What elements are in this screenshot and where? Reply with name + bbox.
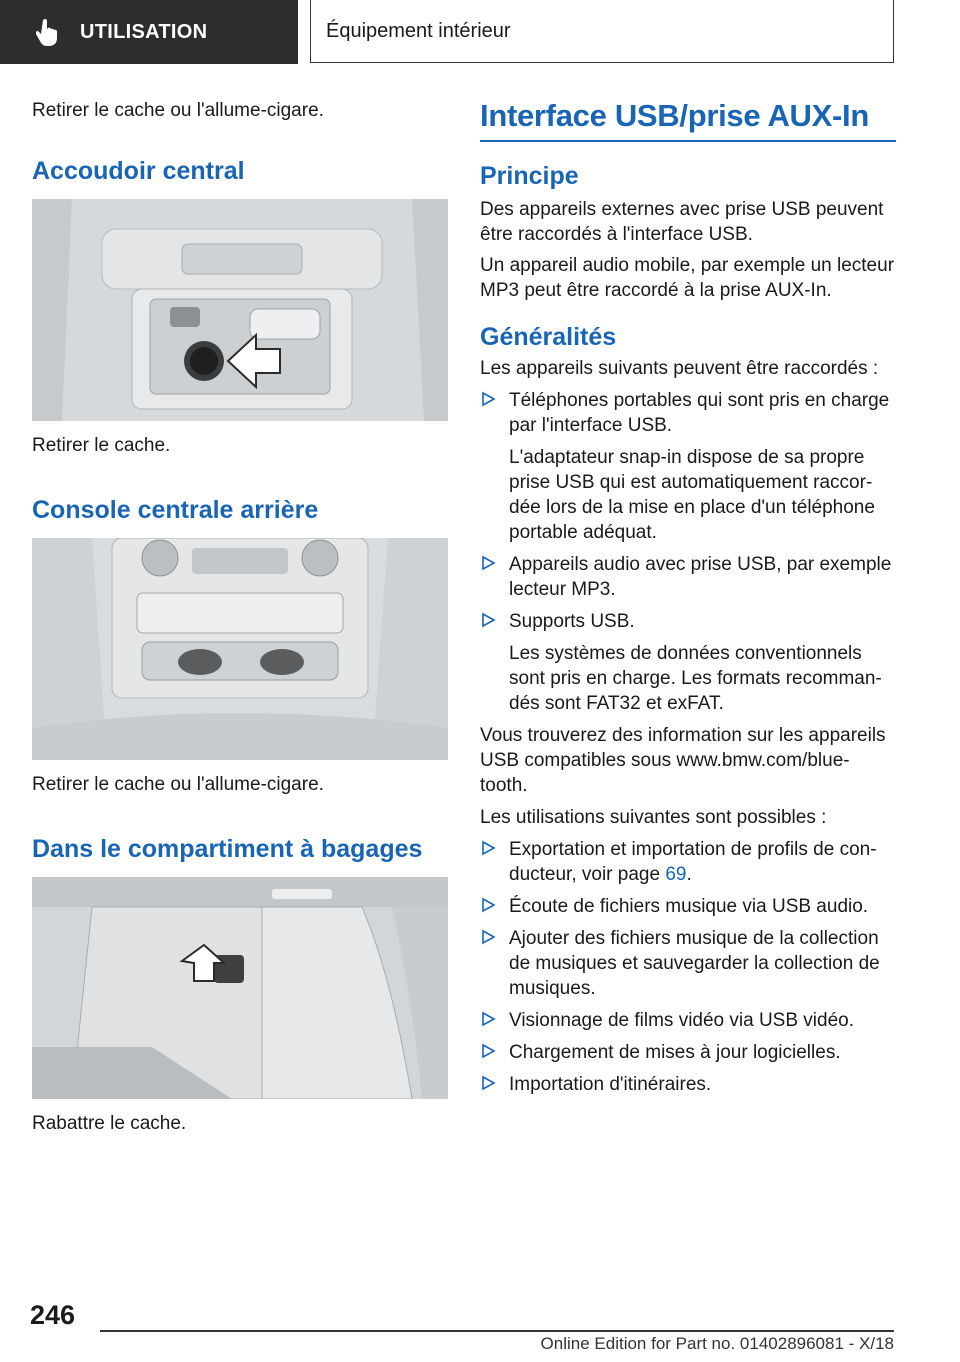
section-title-bagages: Dans le compartiment à bagages: [32, 835, 423, 863]
bullet-arrow-icon: [482, 840, 496, 856]
section-title-console: Console centrale arrière: [32, 496, 319, 524]
generalites-intro: Les appareils suivants peuvent être racc…: [480, 358, 879, 379]
uses-intro: Les utilisations suivantes sont possible…: [480, 807, 827, 828]
list-item-text: Importation d'itinéraires.: [509, 1074, 712, 1095]
list-item-note: L'adaptateur snap-in dispose de sa propr…: [509, 447, 875, 543]
list-item-subtext: Les systèmes de données conventionnels s…: [480, 641, 896, 716]
section-title-accoudoir: Accoudoir central: [32, 157, 245, 185]
list-item: Importation d'itinéraires.: [480, 1072, 896, 1097]
caption-bagages: Rabattre le cache.: [32, 1113, 187, 1134]
right-column: Interface USB/prise AUX-In Principe Des …: [480, 98, 896, 1097]
list-item-text: Chargement de mises à jour logicielles.: [509, 1042, 841, 1063]
bullet-arrow-icon: [482, 391, 496, 407]
list-item: Chargement de mises à jour logicielles.: [480, 1040, 896, 1065]
list-item-text: Visionnage de films vidéo via USB vidéo.: [509, 1010, 855, 1031]
caption-accoudoir: Retirer le cache.: [32, 435, 171, 456]
list-item: Exportation et importation de profils de…: [480, 837, 896, 887]
left-column: Retirer le cache ou l'allume-cigare. Acc…: [32, 98, 448, 1136]
page-number: 246: [30, 1300, 76, 1330]
section-label: UTILISATION: [80, 20, 208, 43]
hand-pointer-icon: [36, 19, 57, 46]
list-item-subtext: L'adaptateur snap-in dispose de sa propr…: [480, 445, 896, 545]
bullet-arrow-icon: [482, 612, 496, 628]
info-text: Vous trouverez des information sur les a…: [480, 725, 886, 796]
list-item-text: Ajouter des fichiers musique de la colle…: [509, 928, 880, 999]
list-item-text: Supports USB.: [509, 611, 635, 632]
list-item: Ajouter des fichiers musique de la colle…: [480, 926, 896, 1001]
list-item: Appareils audio avec prise USB, par exem…: [480, 552, 896, 602]
principe-para-2: Un appareil audio mobile, par exemple un…: [480, 255, 895, 301]
list-item-text: Exportation et importation de profils de…: [509, 839, 877, 885]
edition-text: Online Edition for Part no. 01402896081 …: [540, 1334, 894, 1353]
bullet-arrow-icon: [482, 929, 496, 945]
footer-divider: [100, 1330, 894, 1332]
generalites-title: Généralités: [480, 323, 617, 351]
list-item: Écoute de fichiers musique via USB audio…: [480, 894, 896, 919]
photo-console: [32, 538, 448, 760]
principe-title: Principe: [480, 162, 579, 190]
list-item-note: Les systèmes de données conventionnels s…: [509, 643, 882, 714]
photo-accoudoir: [32, 199, 448, 421]
list-item-text: Téléphones portables qui sont pris en ch…: [509, 390, 890, 436]
list-item: Téléphones portables qui sont pris en ch…: [480, 388, 896, 438]
photo-bagages: [32, 877, 448, 1099]
device-list: Téléphones portables qui sont pris en ch…: [480, 388, 896, 716]
list-item-text: Appareils audio avec prise USB, par exem…: [509, 554, 892, 600]
chapter-header: Équipement intérieur: [310, 0, 894, 63]
bullet-arrow-icon: [482, 1011, 496, 1027]
intro-text: Retirer le cache ou l'allume-cigare.: [32, 100, 324, 121]
uses-list: Exportation et importation de profils de…: [480, 837, 896, 1097]
list-item: Visionnage de films vidéo via USB vidéo.: [480, 1008, 896, 1033]
bullet-arrow-icon: [482, 1043, 496, 1059]
chapter-title: Équipement intérieur: [326, 19, 511, 42]
bullet-arrow-icon: [482, 555, 496, 571]
list-item: Supports USB.: [480, 609, 896, 634]
list-item-text: Écoute de fichiers musique via USB audio…: [509, 896, 869, 917]
main-title: Interface USB/prise AUX-In: [480, 98, 896, 142]
list-item-suffix: .: [686, 864, 692, 885]
bullet-arrow-icon: [482, 897, 496, 913]
principe-para-1: Des appareils externes avec prise USB pe…: [480, 199, 884, 245]
bullet-arrow-icon: [482, 1075, 496, 1091]
caption-console: Retirer le cache ou l'allume-cigare.: [32, 774, 324, 795]
section-tab: UTILISATION: [0, 0, 298, 64]
page-link[interactable]: 69: [665, 864, 687, 885]
